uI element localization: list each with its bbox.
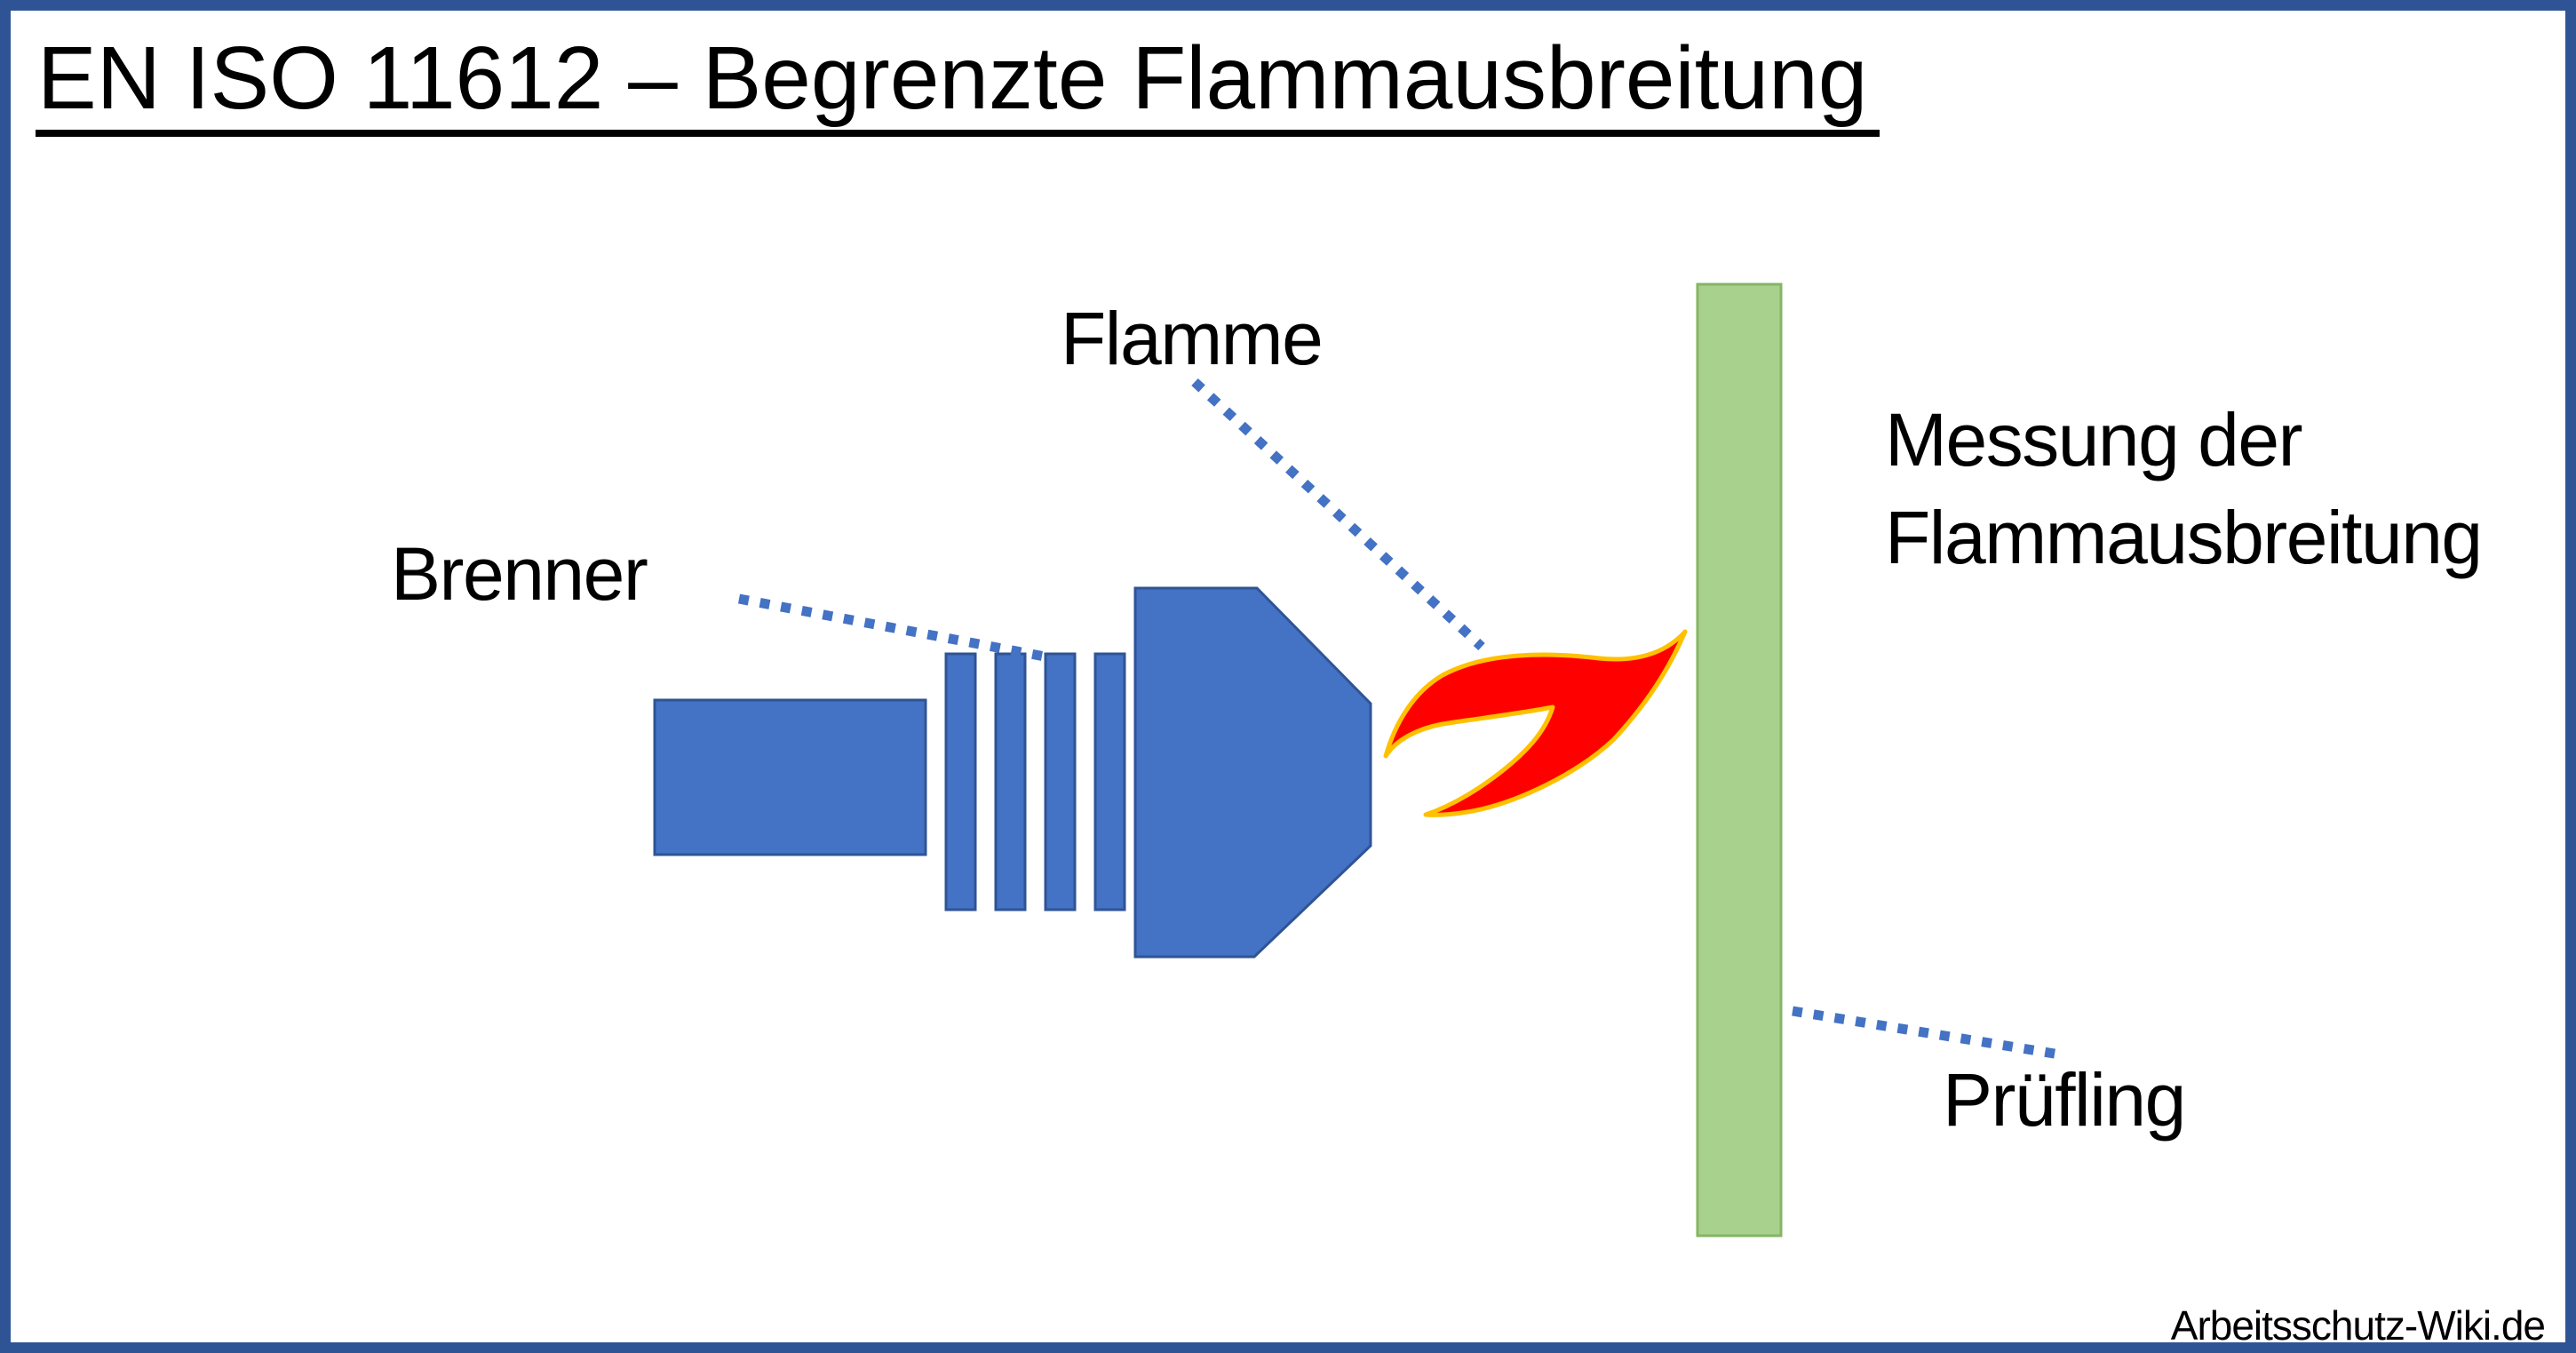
burner-leader-line (737, 593, 1046, 662)
flame-label: Flamme (1061, 297, 1324, 380)
measurement-label: Messung der Flammausbreitung (1885, 391, 2483, 586)
burner-fin-2 (994, 652, 1027, 911)
specimen-leader-line (1792, 1006, 2061, 1060)
specimen-label: Prüfling (1943, 1058, 2186, 1142)
burner-fins (944, 652, 1126, 911)
burner-nozzle-shape (1133, 586, 1372, 959)
specimen-bar-shape (1696, 283, 1783, 1238)
measurement-label-line-2: Flammausbreitung (1885, 496, 2483, 579)
measurement-label-line-1: Messung der (1885, 398, 2303, 482)
flame-leader-line (1191, 378, 1485, 651)
flame-shape (1383, 629, 1688, 817)
burner-fin-3 (1044, 652, 1077, 911)
burner-body-shape (653, 698, 927, 856)
page-title: EN ISO 11612 – Begrenzte Flammausbreitun… (36, 30, 1880, 137)
burner-fin-1 (944, 652, 977, 911)
watermark-text: Arbeitsschutz-Wiki.de (2170, 1302, 2546, 1349)
burner-fin-4 (1093, 652, 1126, 911)
burner-label: Brenner (391, 532, 648, 616)
diagram-canvas (653, 283, 2061, 1238)
